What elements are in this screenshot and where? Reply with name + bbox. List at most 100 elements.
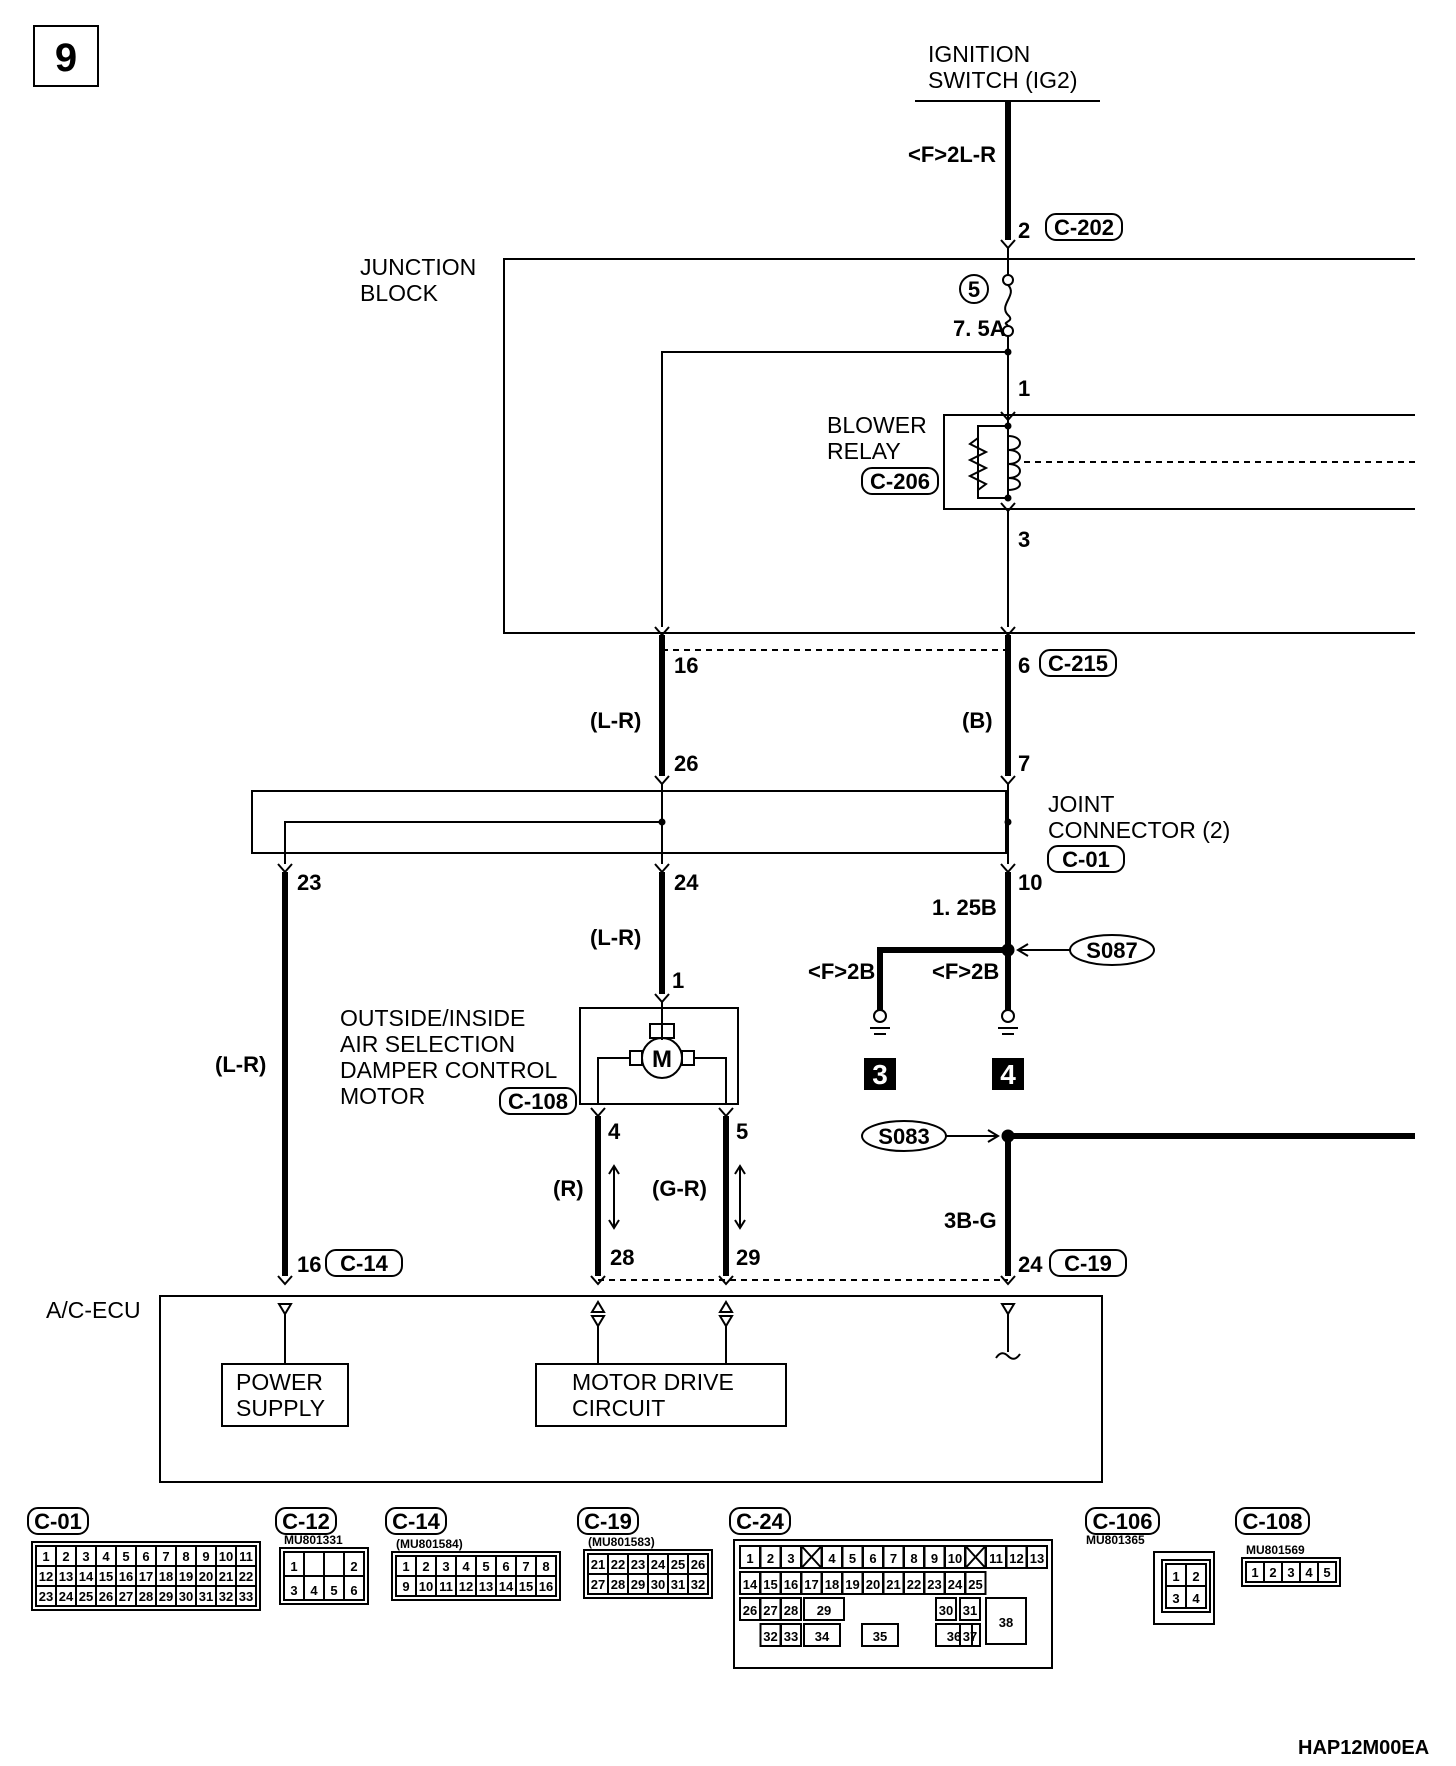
relay-pin-bottom: 3 (1018, 527, 1030, 552)
connector-pin-number: 24 (651, 1557, 666, 1572)
connector-housing (391, 1551, 561, 1601)
c215-pin-right: 6 (1018, 653, 1030, 678)
connector-pin-number: 4 (310, 1583, 318, 1598)
connector-pin-number: 12 (39, 1569, 53, 1584)
wire-label-l-r-upper: (L-R) (590, 708, 641, 733)
connector-view-label: C-01 (34, 1509, 82, 1534)
figure-code: HAP12M00EA (1298, 1737, 1429, 1759)
connector-view-label: C-24 (736, 1509, 784, 1534)
pin-arrow-joint-out-b (654, 863, 670, 874)
connector-label-c215: C-215 (1048, 651, 1108, 676)
joint-pin-out-c: 10 (1018, 870, 1042, 895)
connector-pin-number: 7 (162, 1549, 169, 1564)
connector-pin-number: 29 (159, 1589, 173, 1604)
connector-pin-number: 28 (611, 1577, 625, 1592)
connector-pin-number: 4 (462, 1559, 470, 1574)
connector-pin-number: 37 (963, 1629, 977, 1644)
connector-pin-number: 31 (671, 1577, 685, 1592)
ecu-marker-a-down (590, 1315, 606, 1328)
fuse-rating: 7. 5A (953, 316, 1006, 341)
connector-view-tag (27, 1507, 89, 1535)
pin-arrow-motor-in (654, 993, 670, 1004)
connector-pin-number: 17 (139, 1569, 153, 1584)
ground-badge-a (864, 1058, 896, 1090)
connector-pin-number: 3 (1172, 1591, 1179, 1606)
motor-pin-b: 5 (736, 1119, 748, 1144)
connector-tag-c01 (1047, 845, 1125, 873)
connector-pin-number: 18 (825, 1577, 839, 1592)
connector-view-label: C-19 (584, 1509, 632, 1534)
motor-label-2: AIR SELECTION (340, 1031, 515, 1057)
motor-label-4: MOTOR (340, 1083, 425, 1109)
ecu-marker-b-down (718, 1315, 734, 1328)
ecu-input-marker-power (277, 1303, 293, 1316)
connector-pin-number: 33 (784, 1629, 798, 1644)
splice-tag-s087 (1069, 934, 1155, 966)
motor-lead-right (694, 1057, 727, 1104)
connector-cavity (935, 1597, 957, 1621)
connector-pin-number: 9 (931, 1551, 938, 1566)
connector-pin-number: 16 (784, 1577, 798, 1592)
connector-pin-number: 5 (330, 1583, 337, 1598)
connector-pin-number: 5 (482, 1559, 489, 1574)
joint-bus-left (284, 821, 662, 864)
connector-pin-number: 1 (402, 1559, 409, 1574)
connector-part-number: MU801569 (1246, 1543, 1305, 1557)
ground-number-a: 3 (872, 1059, 888, 1090)
connector-pin-number: 9 (402, 1579, 409, 1594)
ecu-marker-b-up (718, 1300, 734, 1313)
motor-drive-label-2: CIRCUIT (572, 1395, 665, 1421)
connector-cavity (959, 1623, 981, 1647)
connector-label-c14: C-14 (340, 1251, 388, 1276)
joint-pin-in-left: 26 (674, 751, 698, 776)
blank-cavity-mark (964, 1545, 987, 1569)
blower-relay-label-1: BLOWER (827, 412, 927, 438)
connector-pin-number: 22 (907, 1577, 921, 1592)
connector-pin-number: 4 (828, 1551, 836, 1566)
connector-cavity (303, 1551, 325, 1577)
connector-pin-number: 38 (999, 1615, 1013, 1630)
motor-drive-label-1: MOTOR DRIVE (572, 1369, 734, 1395)
connector-view-label: C-14 (392, 1509, 440, 1534)
ecu-label: A/C-ECU (46, 1297, 141, 1323)
junction-block-label-2: BLOCK (360, 280, 439, 306)
connector-outer-shell (1153, 1551, 1215, 1625)
connector-cavity (861, 1623, 899, 1647)
wire-label-3b-g: 3B-G (944, 1208, 997, 1233)
joint-pin-out-a: 23 (297, 870, 321, 895)
connector-pin-number: 1 (290, 1559, 297, 1574)
connector-pin-number: 6 (142, 1549, 149, 1564)
motor-lead-left (597, 1057, 630, 1104)
connector-cavity (535, 1575, 557, 1597)
ground-branch-label-left: <F>2B (808, 959, 875, 984)
ecu-pin-a: 28 (610, 1245, 634, 1270)
connector-pin-number: 3 (442, 1559, 449, 1574)
connector-cavity (1317, 1561, 1337, 1583)
connector-pin-number: 14 (743, 1577, 758, 1592)
pin-arrow-joint-out-a (277, 863, 293, 874)
connector-pin-number: 12 (459, 1579, 473, 1594)
connector-pin-number: 25 (79, 1589, 93, 1604)
ignition-wire-label: <F>2L-R (908, 142, 996, 167)
connector-housing (279, 1547, 369, 1605)
connector-pin-number: 27 (763, 1603, 777, 1618)
connector-view-tag (577, 1507, 639, 1535)
joint-connector-label-1: JOINT (1048, 791, 1114, 817)
pin-arrow-c202 (1000, 239, 1016, 250)
connector-label-c202: C-202 (1054, 215, 1114, 240)
connector-cavity (985, 1597, 1027, 1645)
connector-pin-number: 16 (119, 1569, 133, 1584)
connector-tag-c19 (1049, 1249, 1127, 1277)
connector-view-tag (385, 1507, 447, 1535)
c215-pin-left: 16 (674, 653, 698, 678)
connector-pin-number: 23 (631, 1557, 645, 1572)
motor-drive-box (535, 1363, 787, 1427)
connector-pin-number: 11 (439, 1579, 453, 1594)
connector-cavity (323, 1551, 345, 1577)
joint-dot-right (1004, 818, 1012, 826)
connector-pin-number: 27 (591, 1577, 605, 1592)
connector-pin-number: 22 (239, 1569, 253, 1584)
connector-pin-number: 16 (539, 1579, 553, 1594)
connector-pin-number: 5 (122, 1549, 129, 1564)
page-number: 9 (55, 36, 77, 80)
